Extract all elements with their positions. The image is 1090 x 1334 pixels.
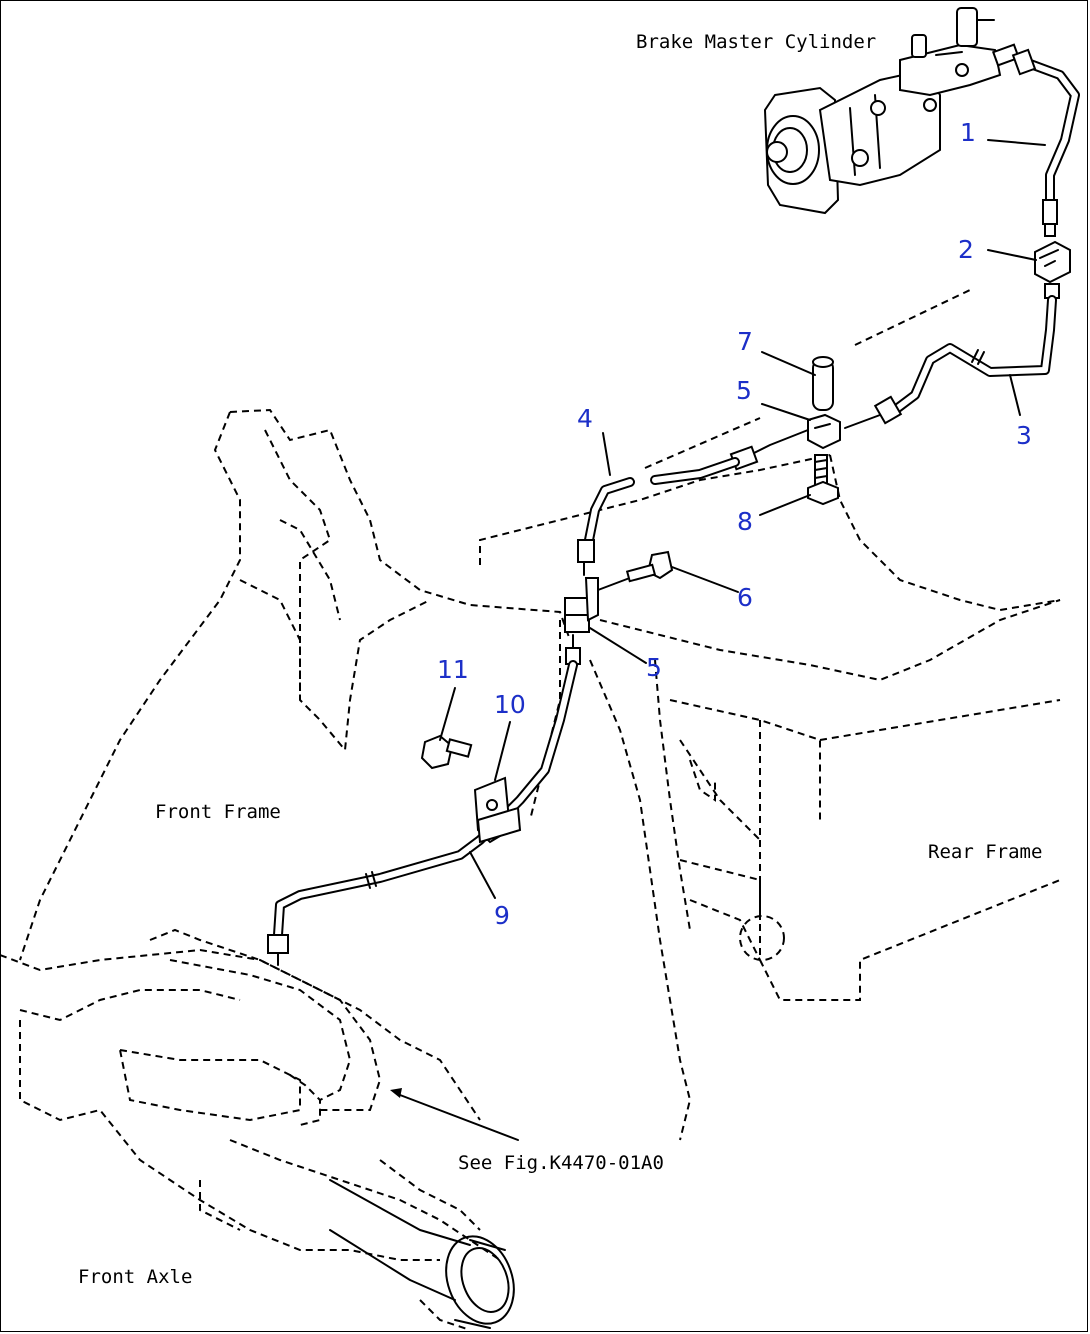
clamp-5-lower [564,575,636,633]
front-axle-outline [0,928,501,1331]
label-front-frame: Front Frame [155,801,281,823]
tube-connector-upper [650,429,809,485]
callout-1: 1 [960,118,976,147]
front-axle-hub [329,1179,515,1329]
callout-2: 2 [958,235,974,264]
see-fig-pointer [390,1088,519,1141]
callout-10: 10 [494,690,526,719]
leader-lines [439,139,1046,899]
rear-frame-outline [479,454,1061,1001]
label-see-fig: See Fig.K4470-01A0 [458,1152,664,1174]
hose-1 [1011,48,1080,237]
callout-5-lower: 5 [646,653,662,682]
bolt-6 [625,550,674,583]
callout-4: 4 [577,404,593,433]
callout-9: 9 [494,901,510,930]
callout-7: 7 [737,327,753,356]
brake-master-cylinder [763,7,1021,215]
bolt-11 [420,734,473,770]
label-front-axle: Front Axle [78,1266,192,1288]
tube-9 [267,634,581,966]
clamp-5-upper [807,356,841,506]
joint-2 [1034,240,1071,299]
callout-11: 11 [437,655,469,684]
front-frame-outline [19,408,692,1141]
label-rear-frame: Rear Frame [928,841,1042,863]
callout-3: 3 [1016,421,1032,450]
callout-8: 8 [737,507,753,536]
clamp-10 [473,776,522,844]
callout-6: 6 [737,583,753,612]
tube-3 [844,295,1057,429]
label-brake-master-cylinder: Brake Master Cylinder [636,31,876,53]
tube-4 [577,477,635,576]
callout-5-upper: 5 [736,376,752,405]
